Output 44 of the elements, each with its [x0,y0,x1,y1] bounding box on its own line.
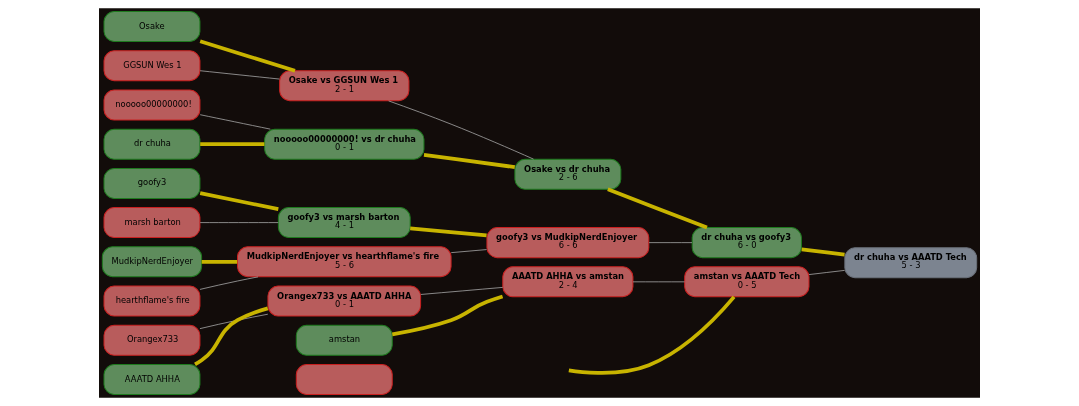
connector [391,294,504,337]
connector [199,222,279,224]
node-box: nooooo00000000! [103,89,201,121]
node-box: goofy3 [103,167,201,199]
connector [200,142,265,147]
connector [199,39,296,73]
node-box: MudkipNerdEnjoyer [101,246,203,278]
node-box: Orangex733 [103,324,201,356]
connector [410,226,487,238]
connector [199,313,269,330]
connector [568,295,736,375]
node-box: nooooo00000000! vs dr chuha 0 - 1 [264,128,425,160]
connector [199,191,279,212]
connector [199,114,271,130]
node-box: Osake vs dr chuha 2 - 6 [514,158,622,190]
connector [450,249,488,254]
node-box [295,363,393,395]
connector [808,269,846,275]
node-box: goofy3 vs marsh barton 4 - 1 [277,207,411,239]
connector [388,100,534,160]
node-box: GGSUN Wes 1 [103,50,201,82]
node-box: MudkipNerdEnjoyer vs hearthflame's fire 5 - 6 [237,246,452,278]
connector [607,187,708,230]
connector [420,287,504,295]
connector [199,276,259,290]
connector [801,247,845,257]
node-box: amstan vs AAATD Tech 0 - 5 [684,266,810,298]
connector [648,242,693,244]
connector [199,70,280,80]
node-box: AAATD AHHA vs amstan 2 - 4 [502,266,634,298]
node-box: AAATD AHHA [103,363,201,395]
node-box: dr chuha vs AAATD Tech 5 - 3 [844,247,978,279]
connector [423,153,516,169]
node-box: dr chuha [103,128,201,160]
node-box: Osake vs GGSUN Wes 1 2 - 1 [279,70,410,102]
connector [201,259,238,264]
node-box: hearthflame's fire [103,285,201,317]
node-box: marsh barton [103,207,201,239]
connector [194,306,269,366]
node-box: Osake [103,11,201,43]
connector [632,281,686,283]
node-box: amstan [295,324,393,356]
node-box: dr chuha vs goofy3 6 - 0 [691,227,802,259]
node-box: Orangex733 vs AAATD AHHA 0 - 1 [267,285,422,317]
